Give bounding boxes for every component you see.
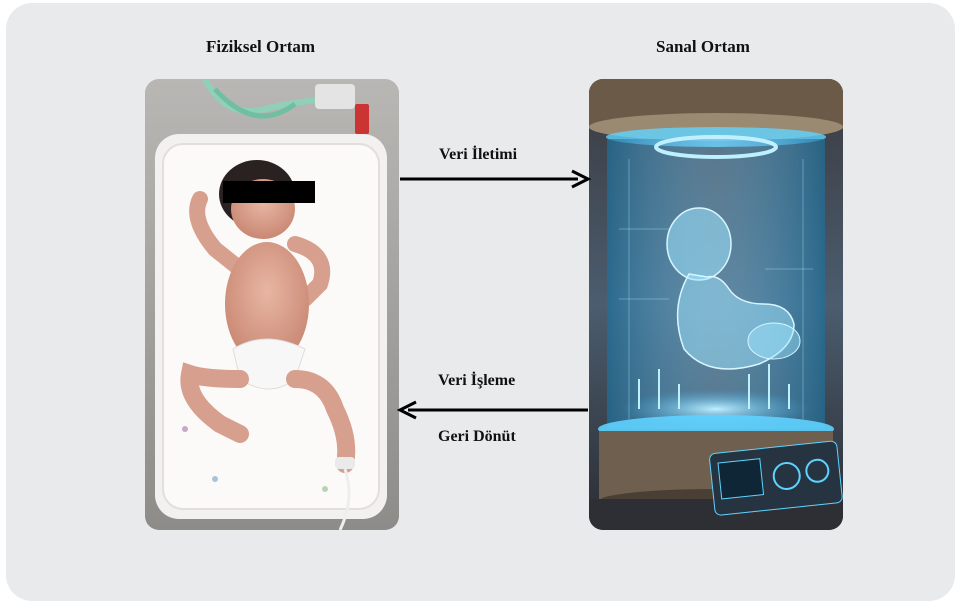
data-transmission-label: Veri İletimi: [439, 146, 517, 164]
newborn-photo-illustration: [145, 79, 399, 530]
feedback-arrow: [396, 400, 592, 420]
physical-environment-image: [145, 79, 399, 530]
virtual-environment-title: Sanal Ortam: [656, 37, 750, 57]
feedback-label: Geri Dönüt: [438, 428, 516, 446]
physical-environment-title: Fiziksel Ortam: [206, 37, 315, 57]
virtual-environment-image: [589, 79, 843, 530]
hologram-illustration: [589, 79, 843, 530]
data-transmission-arrow: [396, 170, 592, 190]
data-processing-label: Veri İşleme: [438, 372, 515, 390]
